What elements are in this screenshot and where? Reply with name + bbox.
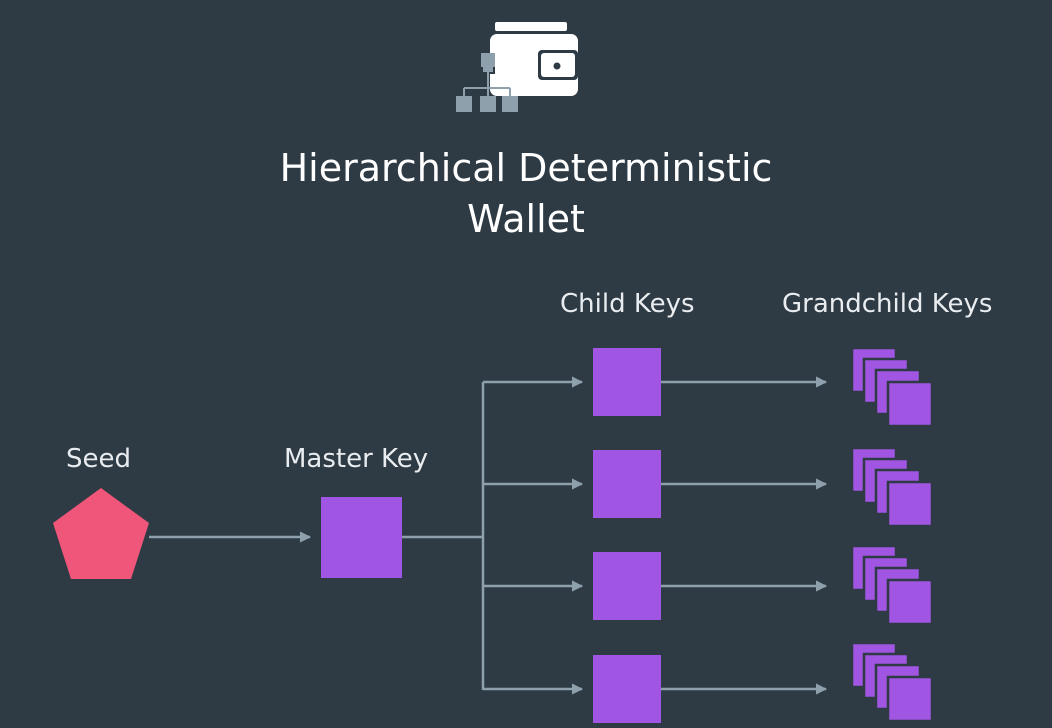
- child-key-row-3: [483, 544, 934, 626]
- grandchild-key-stack: [850, 544, 934, 626]
- grandchild-key-stack: [850, 446, 934, 528]
- child-key: [593, 552, 661, 620]
- grandchild-key-stack: [850, 346, 934, 428]
- child-key: [593, 450, 661, 518]
- child-keys-label: Child Keys: [560, 289, 695, 319]
- page-title-line-2: Wallet: [467, 197, 585, 241]
- child-key-row-1: [483, 346, 934, 428]
- seed-label: Seed: [66, 444, 131, 474]
- child-key: [593, 655, 661, 723]
- grandchild-keys-label: Grandchild Keys: [782, 289, 993, 319]
- page-title-line-1: Hierarchical Deterministic: [279, 146, 773, 190]
- child-key-row-2: [483, 446, 934, 528]
- grandchild-key-stack: [850, 641, 934, 723]
- seed-pentagon: [53, 488, 149, 579]
- master-key: [321, 497, 402, 578]
- child-key: [593, 348, 661, 416]
- master-key-label: Master Key: [284, 444, 429, 474]
- hierarchy-icon: [456, 53, 518, 112]
- child-key-row-4: [483, 641, 934, 723]
- wallet-hierarchy-icon: [456, 22, 578, 112]
- wallet-icon: [490, 22, 578, 96]
